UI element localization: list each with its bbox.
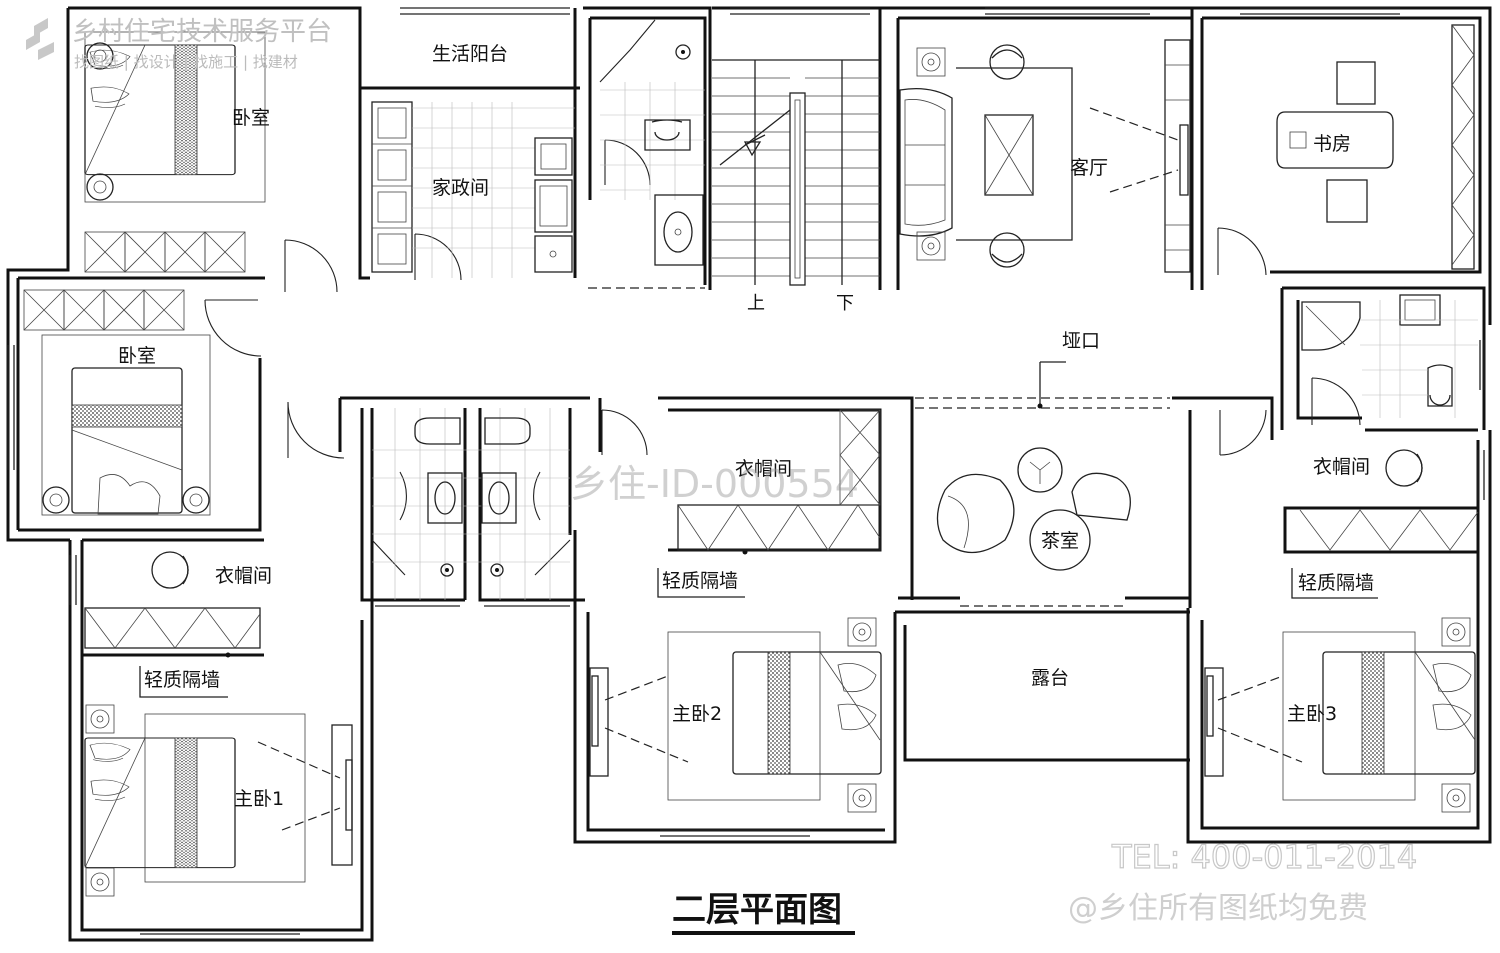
doors — [204, 19, 1361, 576]
label-living-room: 客厅 — [1070, 157, 1108, 179]
drawing-title-group: 二层平面图 — [672, 890, 855, 935]
brand-title: 乡村住宅技术服务平台 — [72, 17, 332, 47]
openings — [225, 287, 1170, 658]
label-partition-w: 轻质隔墙 — [144, 669, 220, 691]
staircase — [712, 59, 880, 286]
watermarks: 乡村住宅技术服务平台 找图纸 | 找设计 | 找施工 | 找建材 乡住-ID-0… — [26, 17, 1418, 926]
brand-logo-icon — [26, 18, 54, 60]
label-housekeeping: 家政间 — [432, 177, 489, 199]
east-wardrobe-furniture — [1299, 449, 1479, 551]
bedroom-w-furniture — [23, 289, 211, 516]
east-bath-furniture — [1301, 294, 1478, 418]
label-opening: 垭口 — [1062, 330, 1100, 352]
label-study: 书房 — [1313, 133, 1351, 155]
living-room-furniture — [899, 39, 1191, 273]
label-stair-up: 上 — [747, 293, 765, 314]
housekeeping-furniture — [371, 101, 575, 278]
label-master-2: 主卧2 — [672, 703, 722, 725]
bedroom-nw-furniture — [84, 31, 266, 273]
watermark-free: @乡住所有图纸均免费 — [1068, 891, 1368, 926]
label-bedroom-w: 卧室 — [118, 345, 156, 367]
master-1-furniture — [84, 704, 353, 897]
mid-wardrobe-furniture — [677, 409, 881, 551]
windows — [7, 7, 1485, 941]
label-bedroom-nw: 卧室 — [232, 107, 270, 129]
label-tea-room: 茶室 — [1041, 530, 1079, 552]
label-stair-down: 下 — [836, 293, 854, 314]
drawing-title: 二层平面图 — [672, 890, 842, 930]
study-furniture — [1276, 24, 1475, 270]
label-master-1: 主卧1 — [234, 788, 284, 810]
label-master-3: 主卧3 — [1287, 703, 1337, 725]
label-living-balcony: 生活阳台 — [432, 43, 508, 65]
master-2-furniture — [589, 617, 882, 813]
brand-subtitle: 找图纸 | 找设计 | 找施工 | 找建材 — [74, 53, 298, 71]
label-wardrobe-mid: 衣帽间 — [735, 458, 792, 480]
watermark-tel: TEL: 400-011-2014 — [1111, 838, 1417, 876]
label-partition-e: 轻质隔墙 — [1298, 572, 1374, 594]
master-3-furniture — [1204, 617, 1476, 813]
label-terrace: 露台 — [1031, 667, 1069, 689]
tea-room-furniture — [936, 447, 1131, 571]
watermark-id: 乡住-ID-000554 — [570, 462, 859, 506]
label-wardrobe-w: 衣帽间 — [215, 565, 272, 587]
top-bath-furniture — [600, 44, 705, 266]
room-labels: 卧室 卧室 生活阳台 家政间 客厅 书房 垭口 衣帽间 衣帽间 衣帽间 茶室 露… — [118, 43, 1378, 810]
label-partition-mid: 轻质隔墙 — [662, 570, 738, 592]
central-baths-furniture — [372, 408, 570, 600]
west-wardrobe-furniture — [84, 551, 261, 649]
label-wardrobe-e: 衣帽间 — [1313, 456, 1370, 478]
